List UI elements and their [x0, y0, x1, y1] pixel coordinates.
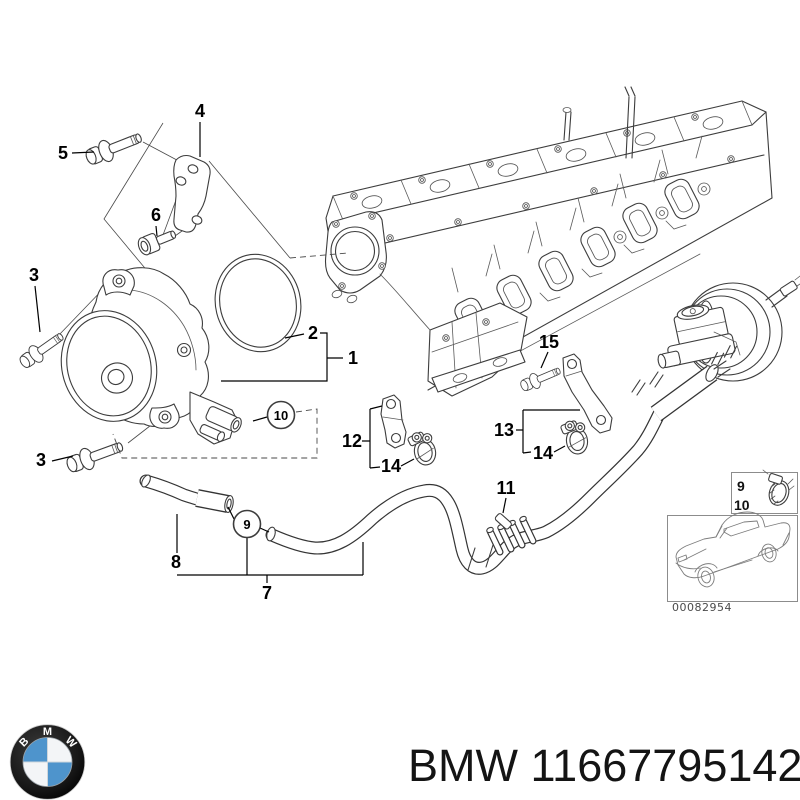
- callout-leaders: [34, 122, 580, 583]
- part-number-text: BMW 11667795142: [408, 740, 800, 791]
- part-11-sleeve: [494, 513, 512, 530]
- callout-9-circled: 9: [243, 517, 250, 532]
- bolt-part-5: [82, 126, 146, 170]
- head-mount-bracket: [427, 302, 528, 397]
- throttle-flange: [324, 211, 431, 331]
- master-cylinder: [657, 333, 738, 369]
- bolt-part-6: [135, 224, 179, 258]
- inset-ref-10: 10: [734, 497, 750, 513]
- bmw-quadrant-top-left: [23, 737, 48, 762]
- callout-14-right: 14: [533, 443, 553, 463]
- callout-5: 5: [58, 143, 68, 163]
- callout-11: 11: [496, 478, 515, 498]
- callout-8: 8: [171, 552, 181, 572]
- callout-12: 12: [342, 431, 362, 451]
- callout-1: 1: [348, 348, 358, 368]
- bracket-part-4: [173, 154, 211, 233]
- pump-outlet-fitting: [189, 391, 242, 445]
- callout-10-circled: 10: [274, 408, 288, 423]
- bolt-part-3a: [15, 327, 68, 373]
- clamp-part-14-right: [559, 418, 590, 457]
- bmw-quadrant-bottom-right: [47, 762, 72, 787]
- clamp-part-14-left: [405, 428, 439, 469]
- inset-clamp-icon: [762, 469, 795, 506]
- callout-2: 2: [308, 323, 318, 343]
- inset-ref-9: 9: [737, 478, 745, 494]
- callout-13: 13: [494, 420, 514, 440]
- callout-3-lower: 3: [36, 450, 46, 470]
- inset-car-box: 00082954: [667, 511, 798, 614]
- bracket-part-13: [562, 353, 613, 434]
- callout-7: 7: [262, 583, 272, 603]
- callout-15: 15: [539, 332, 559, 352]
- brake-booster-drawing: [657, 275, 800, 382]
- hose-junction-prongs: [486, 515, 537, 556]
- inset-image-code: 00082954: [672, 601, 732, 614]
- bolt-part-3b: [63, 435, 127, 477]
- callout-4: 4: [195, 101, 205, 121]
- callout-3-upper: 3: [29, 265, 39, 285]
- o-ring-drawing: [214, 253, 302, 353]
- brake-fluid-reservoir: [673, 304, 729, 346]
- car-silhouette: [675, 511, 791, 588]
- callout-labels: 5 4 6 3 3 2 1 12 14 13 14 15 11 8 7 10 9: [29, 101, 559, 603]
- cylinder-head-drawing: [324, 86, 773, 397]
- bmw-roundel-logo: B M W: [9, 724, 87, 800]
- bracket-part-12: [380, 394, 407, 449]
- vacuum-pump-drawing: [60, 267, 242, 445]
- logo-letter-m: M: [43, 726, 52, 738]
- vacuum-hose-drawing: [265, 360, 731, 575]
- inset-parts-box: 9 10: [731, 469, 798, 514]
- callout-6: 6: [151, 205, 161, 225]
- callout-14-left: 14: [381, 456, 401, 476]
- elbow-hose-drawing: [139, 474, 234, 513]
